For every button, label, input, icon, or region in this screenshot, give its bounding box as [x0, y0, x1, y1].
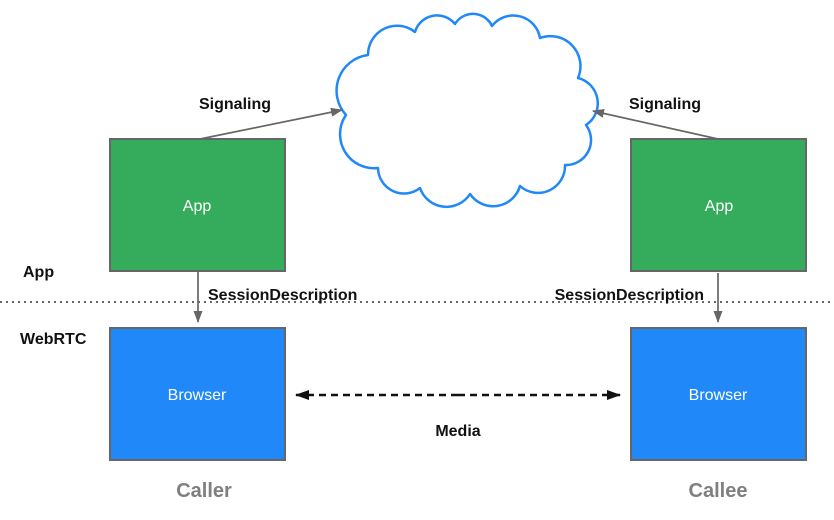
layer-label-webrtc: WebRTC — [20, 331, 87, 348]
caption-callee: Callee — [689, 480, 748, 502]
app-box-right — [630, 138, 807, 272]
app-box-left-label: App — [183, 198, 212, 215]
app-box-right-label: App — [705, 198, 734, 215]
cloud-icon — [335, 12, 599, 209]
layer-label-app: App — [23, 264, 54, 281]
caption-caller: Caller — [176, 480, 232, 502]
signaling-arrow-right — [592, 109, 719, 140]
session-description-label-left: SessionDescription — [208, 287, 357, 304]
signaling-arrow-left — [199, 107, 343, 140]
app-box-left — [109, 138, 286, 272]
signaling-label-left: Signaling — [199, 96, 271, 113]
session-description-label-right: SessionDescription — [555, 287, 704, 304]
signaling-label-right: Signaling — [629, 96, 701, 113]
browser-box-left — [109, 327, 286, 461]
browser-box-right — [630, 327, 807, 461]
media-label: Media — [435, 423, 480, 440]
browser-box-right-label: Browser — [689, 387, 748, 404]
browser-box-left-label: Browser — [168, 387, 227, 404]
